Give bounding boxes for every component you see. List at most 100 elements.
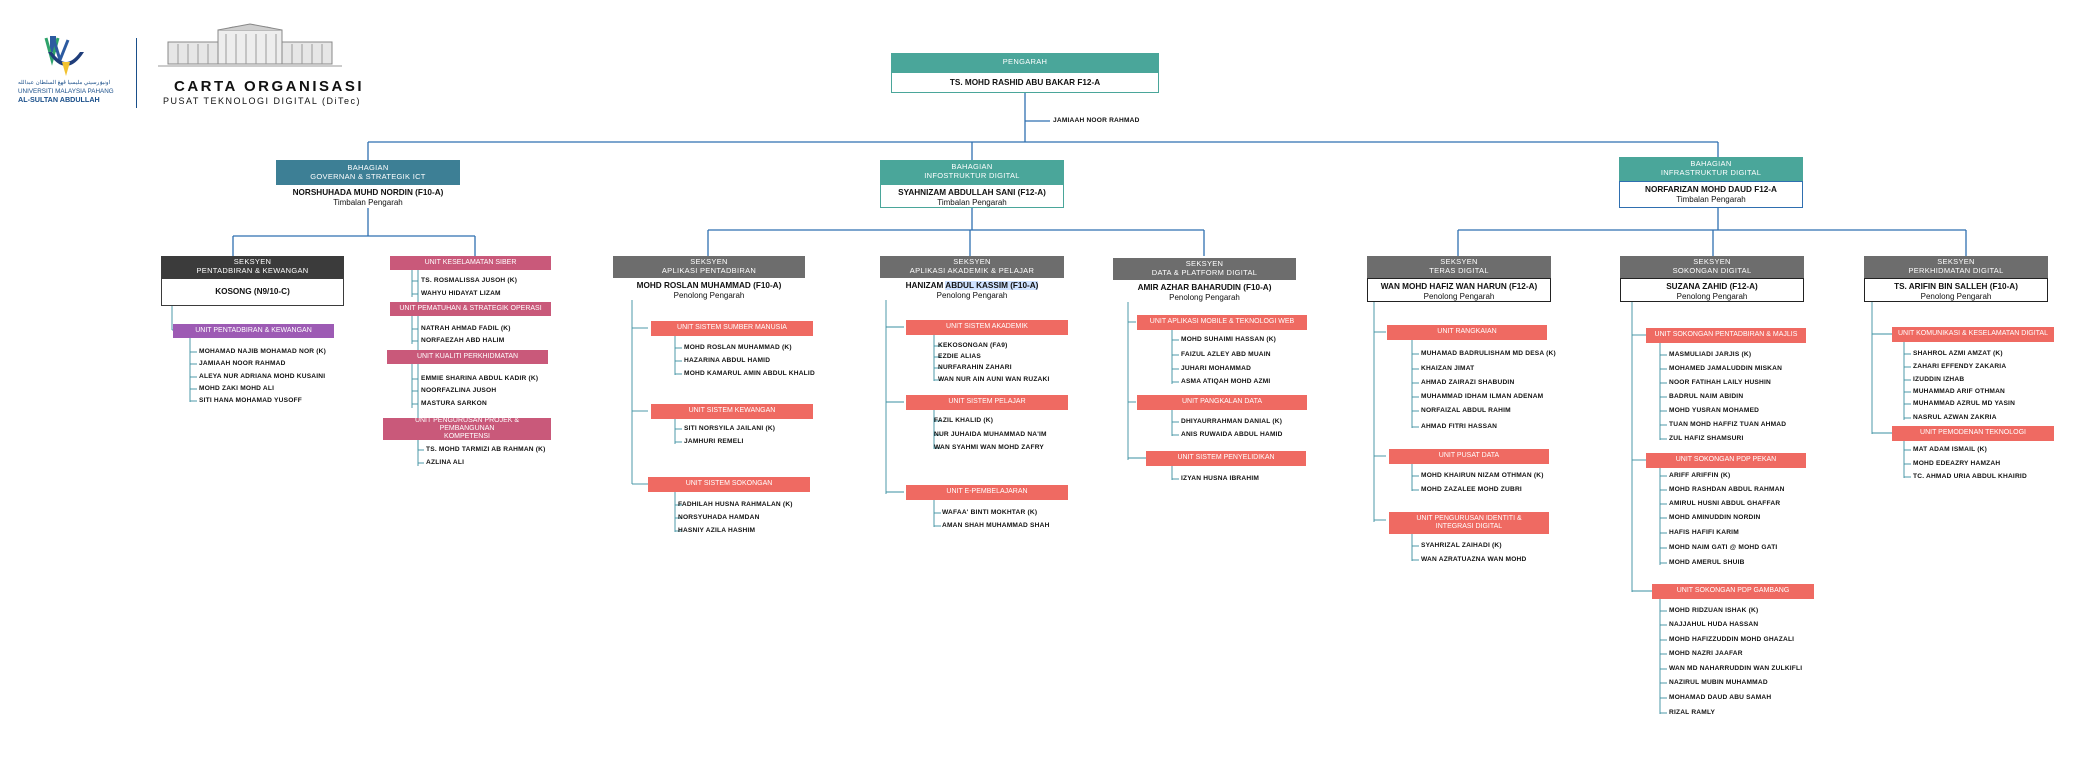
list-item: WAN NUR AIN AUNI WAN RUZAKI <box>938 376 1050 383</box>
unit-pengurusan-identiti: UNIT PENGURUSAN IDENTITI & INTEGRASI DIG… <box>1389 512 1549 534</box>
list-item: TS. ROSMALISSA JUSOH (K) <box>421 277 518 284</box>
list-item: SITI NORSYILA JAILANI (K) <box>684 425 776 432</box>
page-subtitle: PUSAT TEKNOLOGI DIGITAL (DiTec) <box>163 96 362 106</box>
list-item: EZDIE ALIAS <box>938 353 981 360</box>
unit-sistem-pelajar: UNIT SISTEM PELAJAR <box>906 395 1068 410</box>
list-item: MOHD EDEAZRY HAMZAH <box>1913 460 2001 467</box>
unit-aplikasi-mobile: UNIT APLIKASI MOBILE & TEKNOLOGI WEB <box>1137 315 1307 330</box>
building-illustration <box>158 22 342 72</box>
list-item: JAMIAAH NOOR RAHMAD <box>199 360 286 367</box>
seksyen-aplikasi-akademik-name-a: HANIZAM <box>905 281 946 290</box>
list-item: AZLINA ALI <box>426 459 465 466</box>
seksyen-aplikasi-pentadbiran-header: SEKSYEN APLIKASI PENTADBIRAN <box>613 256 805 278</box>
unit-sokongan-pentadbiran-majlis: UNIT SOKONGAN PENTADBIRAN & MAJLIS <box>1646 328 1806 343</box>
list-item: TC. AHMAD URIA ABDUL KHAIRID <box>1913 473 2027 480</box>
list-item: MOHD ZAKI MOHD ALI <box>199 385 275 392</box>
list-item: SYAHRIZAL ZAIHADI (K) <box>1421 542 1502 549</box>
list-item: FAIZUL AZLEY ABD MUAIN <box>1181 351 1271 358</box>
list-item: MOHAMAD NAJIB MOHAMAD NOR (K) <box>199 348 327 355</box>
seksyen-sokongan-box: SUZANA ZAHID (F12-A)Penolong Pengarah <box>1620 278 1804 302</box>
list-item: WAN MD NAHARRUDDIN WAN ZULKIFLI <box>1669 665 1803 672</box>
list-item: NURFARAHIN ZAHARI <box>938 364 1012 371</box>
list-item: MOHD NAZRI JAAFAR <box>1669 650 1743 657</box>
list-item: SITI HANA MOHAMAD YUSOFF <box>199 397 302 404</box>
seksyen-aplikasi-akademik-name-b: ABDUL KASSIM (F10-A) <box>945 281 1039 290</box>
seksyen-sokongan-role: Penolong Pengarah <box>1676 292 1748 302</box>
unit-sistem-sokongan: UNIT SISTEM SOKONGAN <box>648 477 810 492</box>
pengarah-name-box: TS. MOHD RASHID ABU BAKAR F12-A <box>891 72 1159 93</box>
bahagian-infrastruktur-name: NORFARIZAN MOHD DAUD F12-A <box>1645 185 1777 194</box>
logo-arabic-text: اونيۏرسيتي مليسيا ڤهڠ السلطان عبدالله <box>18 80 111 86</box>
list-item: MUHAMMAD IDHAM ILMAN ADENAM <box>1421 393 1544 400</box>
pengarah-name: TS. MOHD RASHID ABU BAKAR F12-A <box>949 78 1101 87</box>
unit-komunikasi-keselamatan: UNIT KOMUNIKASI & KESELAMATAN DIGITAL <box>1892 327 2054 342</box>
unit-sistem-penyelidikan: UNIT SISTEM PENYELIDIKAN <box>1146 451 1306 466</box>
list-item: MOHD KHAIRUN NIZAM OTHMAN (K) <box>1421 472 1544 479</box>
unit-rangkaian: UNIT RANGKAIAN <box>1387 325 1547 340</box>
logo-line2: AL-SULTAN ABDULLAH <box>18 95 100 104</box>
bahagian-infostruktur-header: BAHAGIAN INFOSTRUKTUR DIGITAL <box>880 160 1064 184</box>
unit-sokongan-pdp-gambang: UNIT SOKONGAN PDP GAMBANG <box>1652 584 1814 599</box>
bahagian-infostruktur-box: SYAHNIZAM ABDULLAH SANI (F12-A)Timbalan … <box>880 184 1064 208</box>
university-logo: اونيۏرسيتي مليسيا ڤهڠ السلطان عبدالله UN… <box>18 32 118 108</box>
list-item: MOHD RIDZUAN ISHAK (K) <box>1669 607 1759 614</box>
seksyen-perkhidmatan-header: SEKSYEN PERKHIDMATAN DIGITAL <box>1864 256 2048 278</box>
list-item: MOHD ZAZALEE MOHD ZUBRI <box>1421 486 1522 493</box>
list-item: ANIS RUWAIDA ABDUL HAMID <box>1181 431 1283 438</box>
list-item: TUAN MOHD HAFFIZ TUAN AHMAD <box>1669 421 1787 428</box>
seksyen-data-platform-header: SEKSYEN DATA & PLATFORM DIGITAL <box>1113 258 1296 280</box>
list-item: HAZARINA ABDUL HAMID <box>684 357 771 364</box>
list-item: MOHD AMINUDDIN NORDIN <box>1669 514 1761 521</box>
list-item: FADHILAH HUSNA RAHMALAN (K) <box>678 501 793 508</box>
seksyen-aplikasi-akademik-box: HANIZAM ABDUL KASSIM (F10-A)Penolong Pen… <box>880 278 1064 300</box>
list-item: MASTURA SARKON <box>421 400 487 407</box>
list-item: NOOR FATIHAH LAILY HUSHIN <box>1669 379 1771 386</box>
list-item: FAZIL KHALID (K) <box>934 417 994 424</box>
list-item: MOHD YUSRAN MOHAMED <box>1669 407 1760 414</box>
list-item: NATRAH AHMAD FADIL (K) <box>421 325 511 332</box>
seksyen-aplikasi-pentadbiran-box: MOHD ROSLAN MUHAMMAD (F10-A)Penolong Pen… <box>613 278 805 300</box>
list-item: NASRUL AZWAN ZAKRIA <box>1913 414 1997 421</box>
bahagian-infrastruktur-role: Timbalan Pengarah <box>1676 195 1746 205</box>
list-item: ASMA ATIQAH MOHD AZMI <box>1181 378 1271 385</box>
list-item: AMIRUL HUSNI ABDUL GHAFFAR <box>1669 500 1781 507</box>
list-item: MOHAMAD DAUD ABU SAMAH <box>1669 694 1772 701</box>
list-item: MOHD HAFIZZUDDIN MOHD GHAZALI <box>1669 636 1795 643</box>
page-title: CARTA ORGANISASI <box>174 78 364 95</box>
logo-line1: UNIVERSITI MALAYSIA PAHANG <box>18 88 114 95</box>
list-item: AHMAD ZAIRAZI SHABUDIN <box>1421 379 1515 386</box>
seksyen-teras-box: WAN MOHD HAFIZ WAN HARUN (F12-A)Penolong… <box>1367 278 1551 302</box>
list-item: IZUDDIN IZHAB <box>1913 376 1965 383</box>
list-item: ARIFF ARIFFIN (K) <box>1669 472 1731 479</box>
list-item: EMMIE SHARINA ABDUL KADIR (K) <box>421 375 539 382</box>
seksyen-teras-header: SEKSYEN TERAS DIGITAL <box>1367 256 1551 278</box>
list-item: MAT ADAM ISMAIL (K) <box>1913 446 1987 453</box>
list-item: MOHD NAIM GATI @ MOHD GATI <box>1669 544 1778 551</box>
seksyen-pentadbiran-header: SEKSYEN PENTADBIRAN & KEWANGAN <box>161 256 344 278</box>
seksyen-aplikasi-akademik-role: Penolong Pengarah <box>936 291 1008 301</box>
list-item: WAN AZRATUAZNA WAN MOHD <box>1421 556 1527 563</box>
list-item: MOHD SUHAIMI HASSAN (K) <box>1181 336 1277 343</box>
bahagian-governan-box: NORSHUHADA MUHD NORDIN (F10-A)Timbalan P… <box>276 185 460 208</box>
list-item: TS. MOHD TARMIZI AB RAHMAN (K) <box>426 446 546 453</box>
list-item: SHAHROL AZMI AMZAT (K) <box>1913 350 2003 357</box>
seksyen-pentadbiran-box: KOSONG (N9/10-C) <box>161 278 344 306</box>
unit-pusat-data: UNIT PUSAT DATA <box>1389 449 1549 464</box>
list-item: NUR JUHAIDA MUHAMMAD NA'IM <box>934 431 1047 438</box>
list-item: ZAHARI EFFENDY ZAKARIA <box>1913 363 2007 370</box>
seksyen-perkhidmatan-role: Penolong Pengarah <box>1920 292 1992 302</box>
list-item: RIZAL RAMLY <box>1669 709 1716 716</box>
seksyen-aplikasi-pentadbiran-role: Penolong Pengarah <box>673 291 745 301</box>
list-item: MOHD KAMARUL AMIN ABDUL KHALID <box>684 370 815 377</box>
list-item: HASNIY AZILA HASHIM <box>678 527 756 534</box>
unit-pengurusan-projek: UNIT PENGURUSAN PROJEK & PEMBANGUNAN KOM… <box>383 417 551 440</box>
bahagian-governan-role: Timbalan Pengarah <box>333 198 403 208</box>
list-item: MOHAMED JAMALUDDIN MISKAN <box>1669 365 1783 372</box>
unit-sokongan-pdp-pekan: UNIT SOKONGAN PDP PEKAN <box>1646 453 1806 468</box>
unit-sistem-kewangan: UNIT SISTEM KEWANGAN <box>651 404 813 419</box>
shield-logo-icon <box>44 36 84 76</box>
seksyen-sokongan-header: SEKSYEN SOKONGAN DIGITAL <box>1620 256 1804 278</box>
list-item: AMAN SHAH MUHAMMAD SHAH <box>942 522 1050 529</box>
